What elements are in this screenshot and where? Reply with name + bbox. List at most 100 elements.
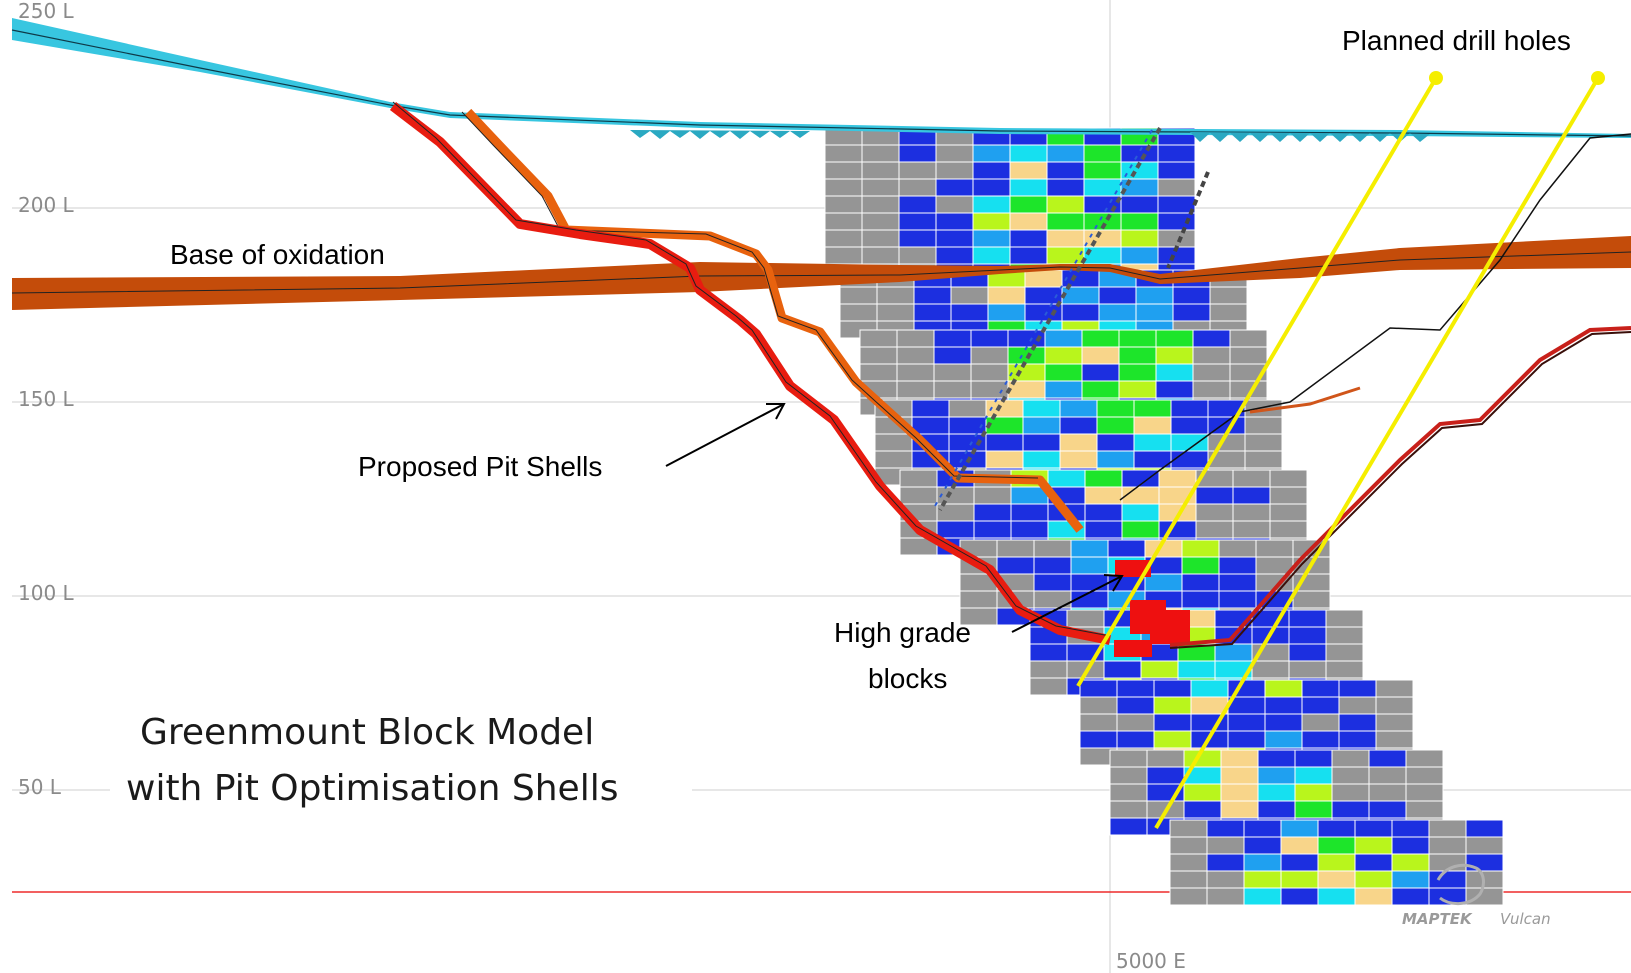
model-block: [898, 246, 937, 265]
model-block: [1133, 433, 1172, 452]
model-block: [1354, 887, 1393, 906]
arrow-high-grade-head: [1103, 574, 1124, 592]
model-block: [970, 346, 1009, 365]
model-block: [1044, 346, 1083, 365]
model-block: [1029, 677, 1068, 696]
model-block: [1070, 573, 1109, 592]
model-block: [1218, 556, 1257, 575]
model-block: [1061, 303, 1100, 322]
model-block: [1170, 399, 1209, 418]
label-high-grade-line1: High grade: [834, 617, 971, 648]
model-block: [1022, 416, 1061, 435]
model-block: [1157, 229, 1196, 248]
model-block: [985, 433, 1024, 452]
model-block: [1181, 573, 1220, 592]
model-block: [973, 520, 1012, 539]
model-block: [839, 303, 878, 322]
model-block: [1120, 246, 1159, 265]
model-block: [898, 212, 937, 231]
model-block: [1331, 749, 1370, 768]
model-block: [1338, 730, 1377, 749]
model-block: [1079, 730, 1118, 749]
model-block: [936, 503, 975, 522]
model-block: [1029, 643, 1068, 662]
model-block: [861, 246, 900, 265]
model-block: [1317, 870, 1356, 889]
model-block: [1157, 144, 1196, 163]
model-block: [933, 329, 972, 348]
model-block: [1121, 503, 1160, 522]
model-block: [1264, 713, 1303, 732]
model-block: [1181, 539, 1220, 558]
model-block: [896, 329, 935, 348]
model-block: [1325, 626, 1364, 645]
model-block: [1244, 416, 1283, 435]
model-block: [1218, 573, 1257, 592]
model-block: [1232, 486, 1271, 505]
level-label-50: 50 L: [18, 775, 62, 799]
oxidation-base-centerline: [11, 251, 1631, 294]
model-block: [1083, 144, 1122, 163]
model-block: [1081, 346, 1120, 365]
model-block: [1121, 486, 1160, 505]
model-block: [1183, 800, 1222, 819]
model-block: [861, 178, 900, 197]
model-block: [1206, 819, 1245, 838]
model-block: [1288, 660, 1327, 679]
model-block: [1098, 303, 1137, 322]
model-block: [936, 520, 975, 539]
model-block: [1024, 303, 1063, 322]
model-block: [1331, 783, 1370, 802]
level-label-200: 200 L: [18, 193, 75, 217]
model-block: [1096, 450, 1135, 469]
model-block: [1155, 346, 1194, 365]
model-block: [1244, 433, 1283, 452]
topography-centerline: [11, 29, 1631, 137]
planned-drill-hole-2: [1154, 76, 1600, 830]
model-block: [1264, 696, 1303, 715]
maptek-vulcan-logo: MAPTEK Vulcan: [1402, 863, 1551, 928]
model-block: [1170, 416, 1209, 435]
model-block: [1280, 853, 1319, 872]
model-block: [1010, 520, 1049, 539]
pit-shell-right-thin: [1119, 133, 1631, 501]
model-block: [1081, 329, 1120, 348]
model-block: [1169, 887, 1208, 906]
model-block: [1118, 380, 1157, 399]
model-block: [1294, 766, 1333, 785]
model-block: [824, 195, 863, 214]
model-block: [1059, 433, 1098, 452]
arrow-high-grade: [1011, 575, 1123, 633]
model-block: [1375, 679, 1414, 698]
label-proposed-pit-shells: Proposed Pit Shells: [358, 451, 602, 482]
model-block: [1325, 643, 1364, 662]
model-block: [1206, 887, 1245, 906]
model-block: [933, 380, 972, 399]
model-block: [1280, 887, 1319, 906]
model-block: [1255, 539, 1294, 558]
model-block: [1120, 195, 1159, 214]
logo-brand: MAPTEK: [1402, 910, 1473, 928]
model-block: [1264, 730, 1303, 749]
model-block: [1331, 766, 1370, 785]
planned-drill-hole-1-collar: [1429, 71, 1443, 85]
model-block: [1280, 836, 1319, 855]
model-block: [935, 178, 974, 197]
model-block: [1269, 469, 1308, 488]
model-block: [1084, 486, 1123, 505]
model-block: [1061, 286, 1100, 305]
model-block: [972, 195, 1011, 214]
model-block: [1120, 144, 1159, 163]
model-block: [935, 246, 974, 265]
model-block: [1338, 679, 1377, 698]
model-block: [1047, 469, 1086, 488]
model-block: [1120, 212, 1159, 231]
model-block: [861, 229, 900, 248]
existing-drill-holes: [934, 127, 1210, 511]
model-block: [1338, 696, 1377, 715]
pit-shell-right-dark: [1169, 331, 1631, 649]
model-block: [1206, 870, 1245, 889]
model-block: [1338, 713, 1377, 732]
model-block: [1010, 503, 1049, 522]
model-block: [824, 178, 863, 197]
